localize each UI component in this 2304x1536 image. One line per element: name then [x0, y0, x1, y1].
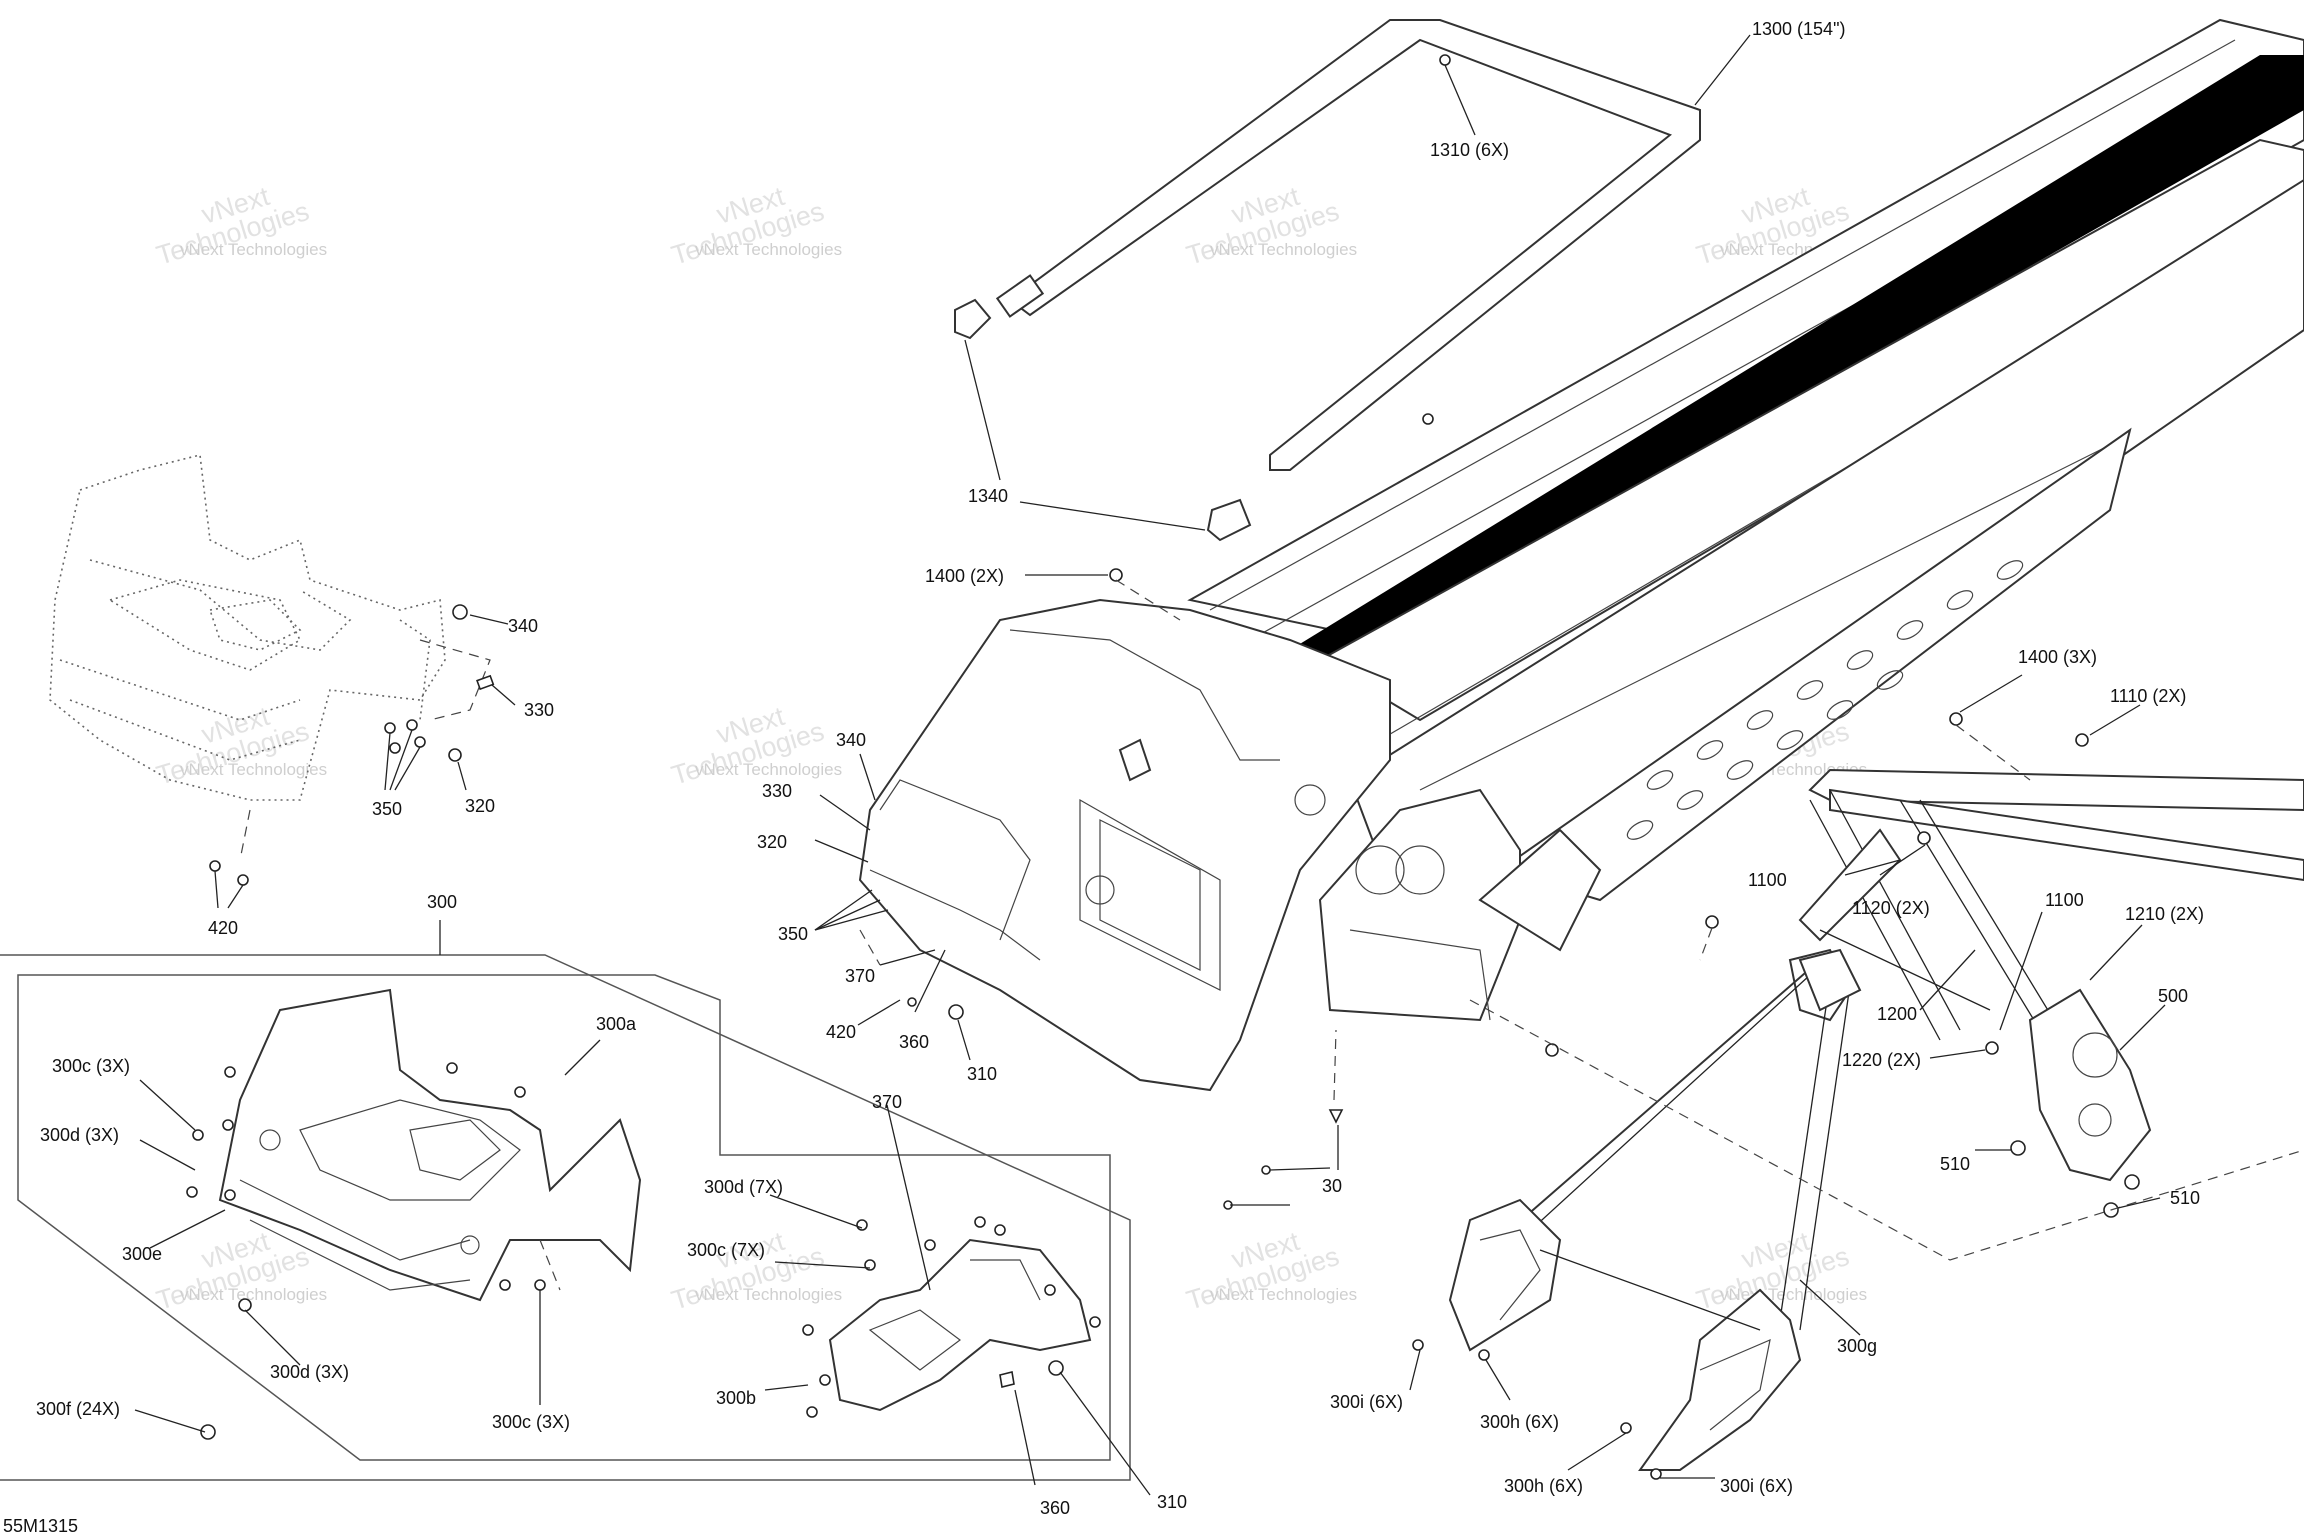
label-350-a: 350 [372, 799, 402, 819]
part-labels: 1300 (154") 1310 (6X) 1340 1400 (2X) 140… [3, 19, 2204, 1536]
label-1300-154: 1300 (154") [1752, 19, 1845, 39]
label-1100-a: 1100 [1748, 870, 1787, 890]
label-420-a: 420 [208, 918, 238, 938]
slide-holes [1626, 560, 2024, 840]
label-300i-6x-a: 300i (6X) [1330, 1392, 1403, 1412]
svg-text:vNext Technologies: vNext Technologies [180, 1285, 327, 1304]
watermark: Technologies vNext vNext Technologies [1183, 1226, 1357, 1316]
label-340-a: 340 [508, 616, 538, 636]
svg-text:vNext Technologies: vNext Technologies [180, 760, 327, 779]
label-510-a: 510 [1940, 1154, 1970, 1174]
label-300c-3x-a: 300c (3X) [52, 1056, 130, 1076]
svg-text:vNext Technologies: vNext Technologies [695, 760, 842, 779]
assembly-dashed-lines [859, 579, 2304, 1261]
front-plate-300a [218, 988, 642, 1302]
label-340-b: 340 [836, 730, 866, 750]
label-300h-6x-b: 300h (6X) [1504, 1476, 1583, 1496]
label-1340: 1340 [968, 486, 1008, 506]
rear-bumper-loop [954, 19, 1701, 542]
label-300c-7x: 300c (7X) [687, 1240, 765, 1260]
label-300a: 300a [596, 1014, 637, 1034]
label-300d-3x-a: 300d (3X) [40, 1125, 119, 1145]
label-360-a: 360 [899, 1032, 929, 1052]
label-300e: 300e [122, 1244, 162, 1264]
fasteners-top-left [209, 604, 516, 909]
label-330-b: 330 [762, 781, 792, 801]
label-300d-7x: 300d (7X) [704, 1177, 783, 1197]
label-300: 300 [427, 892, 457, 912]
watermark: Technologies vNext vNext Technologies [668, 701, 842, 791]
label-300i-6x-b: 300i (6X) [1720, 1476, 1793, 1496]
label-1400-3x: 1400 (3X) [2018, 647, 2097, 667]
label-1120-2x: 1120 (2X) [1852, 898, 1930, 918]
front-frame-300g [1448, 948, 1862, 1471]
svg-text:vNext Technologies: vNext Technologies [1720, 1285, 1867, 1304]
label-330-a: 330 [524, 700, 554, 720]
label-510-b: 510 [2170, 1188, 2200, 1208]
label-1200: 1200 [1877, 1004, 1917, 1024]
label-310-b: 310 [1157, 1492, 1187, 1512]
label-1210-2x: 1210 (2X) [2125, 904, 2204, 924]
label-30: 30 [1322, 1176, 1342, 1196]
svg-text:vNext Technologies: vNext Technologies [695, 240, 842, 259]
label-1110-2x: 1110 (2X) [2110, 686, 2186, 706]
label-1100-b: 1100 [2045, 890, 2084, 910]
label-350-b: 350 [778, 924, 808, 944]
watermark: Technologies vNext vNext Technologies [668, 1226, 842, 1316]
label-300g: 300g [1837, 1336, 1877, 1356]
label-370-a: 370 [845, 966, 875, 986]
front-plate-reference [49, 454, 491, 861]
diagram-code: 55M1315 [3, 1516, 78, 1536]
label-1400-2x: 1400 (2X) [925, 566, 1004, 586]
svg-text:vNext Technologies: vNext Technologies [695, 1285, 842, 1304]
watermark: Technologies vNext vNext Technologies [668, 181, 842, 271]
label-420-b: 420 [826, 1022, 856, 1042]
fasteners-main [907, 54, 2140, 1480]
svg-text:vNext Technologies: vNext Technologies [1210, 1285, 1357, 1304]
lower-bracket-300b [828, 1238, 1092, 1412]
label-300d-3x-b: 300d (3X) [270, 1362, 349, 1382]
svg-text:vNext Technologies: vNext Technologies [180, 240, 327, 259]
label-320-a: 320 [465, 796, 495, 816]
label-300h-6x-a: 300h (6X) [1480, 1412, 1559, 1432]
leader-lines [134, 34, 2166, 1496]
label-320-b: 320 [757, 832, 787, 852]
label-310-a: 310 [967, 1064, 997, 1084]
rear-suspension-arms [1788, 768, 2304, 1182]
main-chassis [858, 598, 1602, 1092]
label-300c-3x-b: 300c (3X) [492, 1412, 570, 1432]
assembly-300-outline [0, 954, 1131, 1481]
label-360-b: 360 [1040, 1498, 1070, 1518]
watermark: Technologies vNext vNext Technologies [153, 181, 327, 271]
label-300b: 300b [716, 1388, 756, 1408]
watermark: Technologies vNext vNext Technologies [153, 1226, 327, 1316]
svg-text:vNext Technologies: vNext Technologies [1210, 240, 1357, 259]
label-300f-24x: 300f (24X) [36, 1399, 120, 1419]
label-1310-6x: 1310 (6X) [1430, 140, 1509, 160]
label-1220-2x: 1220 (2X) [1842, 1050, 1921, 1070]
label-370-b: 370 [872, 1092, 902, 1112]
label-500: 500 [2158, 986, 2188, 1006]
tunnel-assembly [1187, 18, 2304, 902]
